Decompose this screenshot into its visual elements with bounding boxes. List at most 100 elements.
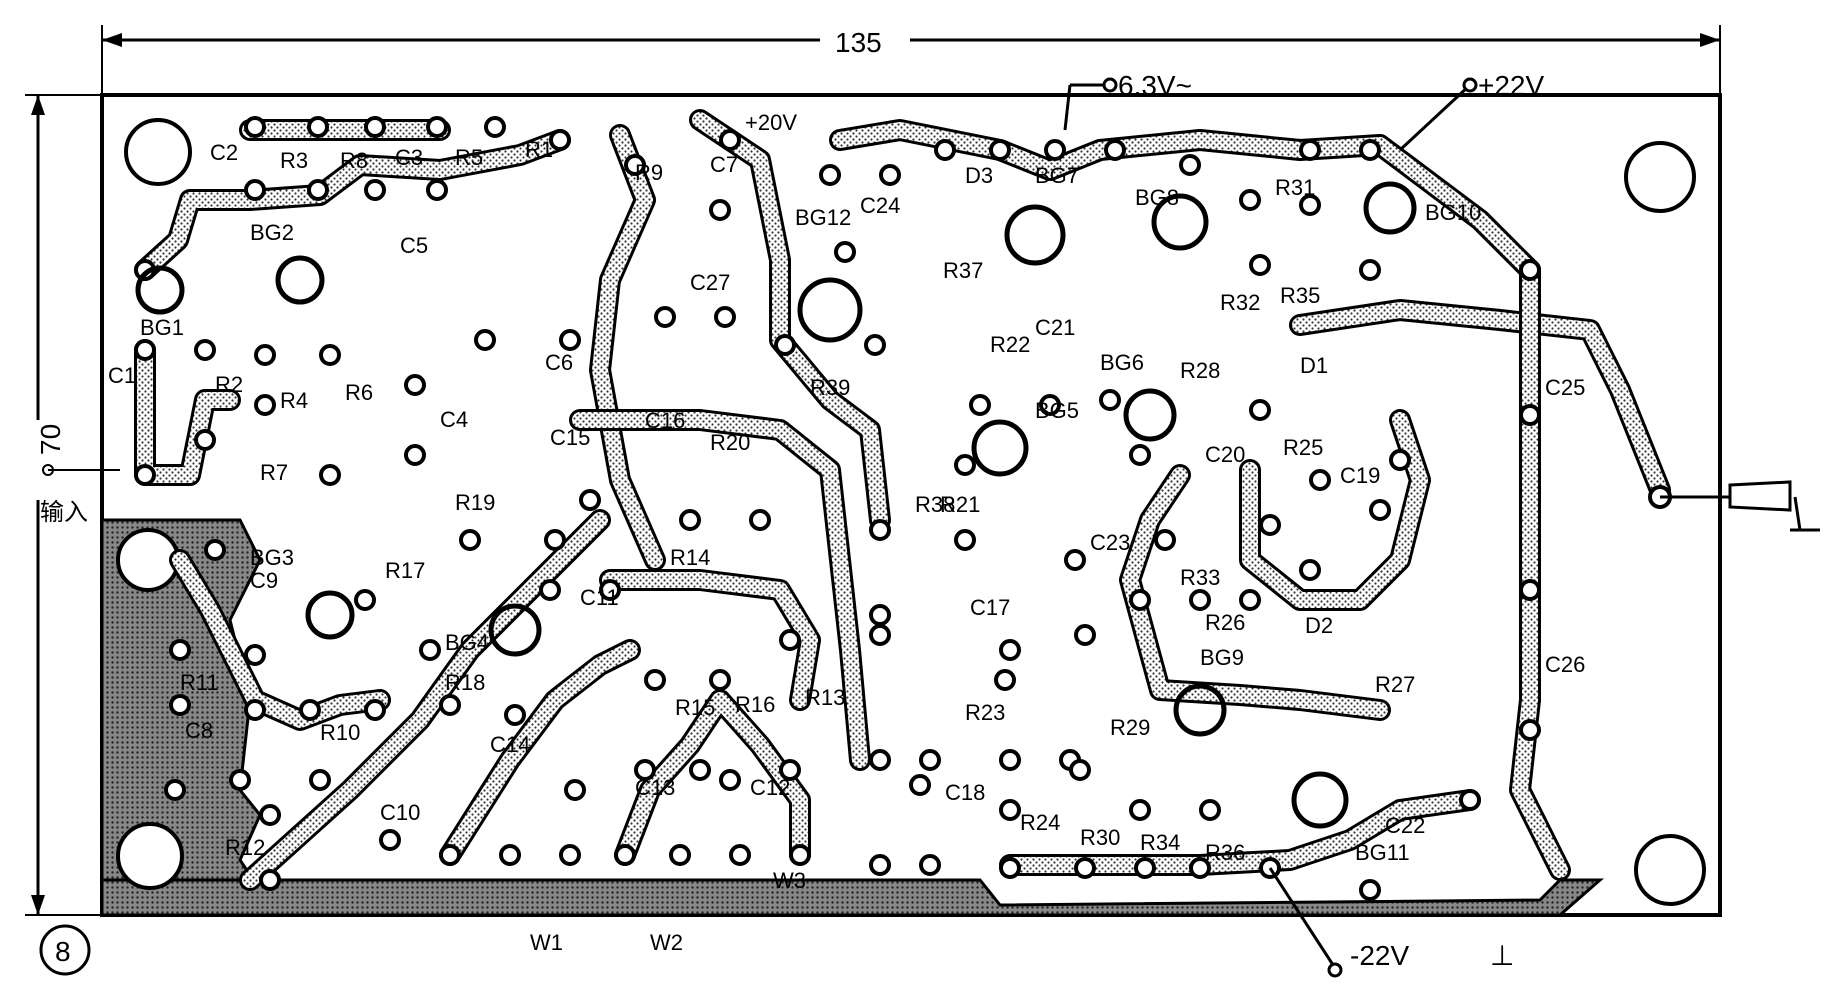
pos22-supply-label: +22V — [1478, 70, 1544, 101]
label-c17: C17 — [970, 595, 1010, 620]
label-r14: R14 — [670, 545, 710, 570]
label-c20: C20 — [1205, 442, 1245, 467]
label-c11: C11 — [580, 585, 619, 610]
label-r31: R31 — [1275, 175, 1315, 200]
label-c9: C9 — [250, 568, 278, 593]
label-r25: R25 — [1283, 435, 1323, 460]
label-bg3: BG3 — [250, 545, 294, 570]
label-r26: R26 — [1205, 610, 1245, 635]
transistor-bg6 — [1123, 388, 1177, 442]
input-label: 输入 — [40, 498, 88, 526]
label-r32: R32 — [1220, 290, 1260, 315]
label-r2: R2 — [215, 372, 243, 397]
label-d1: D1 — [1300, 353, 1328, 378]
label-r21: R21 — [940, 492, 980, 517]
transistor-bg9 — [1173, 683, 1227, 737]
label-r38: R38 — [915, 492, 955, 517]
height-dimension-label: 70 — [35, 424, 66, 455]
label-r30: R30 — [1080, 825, 1120, 850]
mounting-holes — [116, 118, 1706, 906]
label-c7: C7 — [710, 152, 738, 177]
label-c23: C23 — [1090, 530, 1130, 555]
label-r13: R13 — [805, 685, 845, 710]
transistor-bg8 — [1151, 193, 1209, 251]
label-c14: C14 — [490, 732, 530, 757]
transistor-bg7 — [1004, 204, 1066, 266]
label-r39: R39 — [810, 375, 850, 400]
label-r34: R34 — [1140, 830, 1180, 855]
label-r4: R4 — [280, 388, 308, 413]
label-bg12: BG12 — [795, 205, 851, 230]
dimension-width: 135 — [101, 25, 1721, 115]
label-bg11: BG11 — [1355, 840, 1410, 865]
component-labels: C2 R3 R8 C3 R5 R1 R9 C7 BG2 C5 C6 BG1 C1… — [108, 137, 1585, 955]
label-r8: R8 — [340, 148, 368, 173]
label-r20: R20 — [710, 430, 750, 455]
solder-pads — [134, 116, 1672, 901]
label-w3: W3 — [773, 868, 806, 893]
label-c21: C21 — [1035, 315, 1075, 340]
label-c13: C13 — [635, 775, 675, 800]
transistor-bg3 — [305, 590, 355, 640]
label-r9: R9 — [635, 160, 663, 185]
label-bg8: BG8 — [1135, 185, 1179, 210]
figure-number-label: 8 — [55, 936, 71, 967]
label-c2: C2 — [210, 140, 238, 165]
neg22-supply-label: -22V — [1350, 940, 1409, 971]
label-r1: R1 — [525, 137, 553, 162]
transistor-bg5 — [971, 419, 1029, 477]
label-r29: R29 — [1110, 715, 1150, 740]
label-c25: C25 — [1545, 375, 1585, 400]
width-dimension-label: 135 — [835, 27, 882, 58]
transistors — [135, 181, 1417, 829]
label-c19: C19 — [1340, 463, 1380, 488]
dimension-height: 70 — [25, 94, 102, 916]
label-c12: C12 — [750, 775, 790, 800]
label-c24: C24 — [860, 193, 900, 218]
label-bg1: BG1 — [140, 315, 184, 340]
label-r3: R3 — [280, 148, 308, 173]
label-r18: R18 — [445, 670, 485, 695]
label-r17: R17 — [385, 558, 425, 583]
label-c8: C8 — [185, 718, 213, 743]
label-c10: C10 — [380, 800, 420, 825]
label-c27: C27 — [690, 270, 730, 295]
transistor-bg4 — [488, 603, 542, 657]
label-r36: R36 — [1205, 840, 1245, 865]
label-r22: R22 — [990, 332, 1030, 357]
label-r12: R12 — [225, 835, 265, 860]
label-w1: W1 — [530, 930, 563, 955]
label-r35: R35 — [1280, 283, 1320, 308]
label-r37: R37 — [943, 258, 983, 283]
label-bg10: BG10 — [1425, 200, 1481, 225]
label-r19: R19 — [455, 490, 495, 515]
input-terminal: 输入 — [40, 464, 120, 526]
label-c15: C15 — [550, 425, 590, 450]
transistor-bg1 — [135, 265, 185, 315]
label-bg4: BG4 — [445, 630, 489, 655]
label-c1: C1 — [108, 363, 136, 388]
label-r6: R6 — [345, 380, 373, 405]
transistor-bg10 — [1363, 181, 1417, 235]
label-r33: R33 — [1180, 565, 1220, 590]
label-c6: C6 — [545, 350, 573, 375]
label-r24: R24 — [1020, 810, 1060, 835]
label-r15: R15 — [675, 695, 715, 720]
label-bg9: BG9 — [1200, 645, 1244, 670]
label-r27: R27 — [1375, 672, 1415, 697]
transistor-bg12 — [797, 277, 863, 343]
label-r7: R7 — [260, 460, 288, 485]
transistor-bg2 — [275, 255, 325, 305]
label-c3: C3 — [395, 145, 423, 170]
label-w2: W2 — [650, 930, 683, 955]
label-c26: C26 — [1545, 652, 1585, 677]
label-c16: C16 — [645, 408, 685, 433]
label-bg5: BG5 — [1035, 398, 1079, 423]
label-c22: C22 — [1385, 813, 1425, 838]
label-c18: C18 — [945, 780, 985, 805]
label-r28: R28 — [1180, 358, 1220, 383]
label-r16: R16 — [735, 692, 775, 717]
label-c4: C4 — [440, 407, 468, 432]
label-r11: R11 — [180, 670, 219, 695]
label-bg6: BG6 — [1100, 350, 1144, 375]
